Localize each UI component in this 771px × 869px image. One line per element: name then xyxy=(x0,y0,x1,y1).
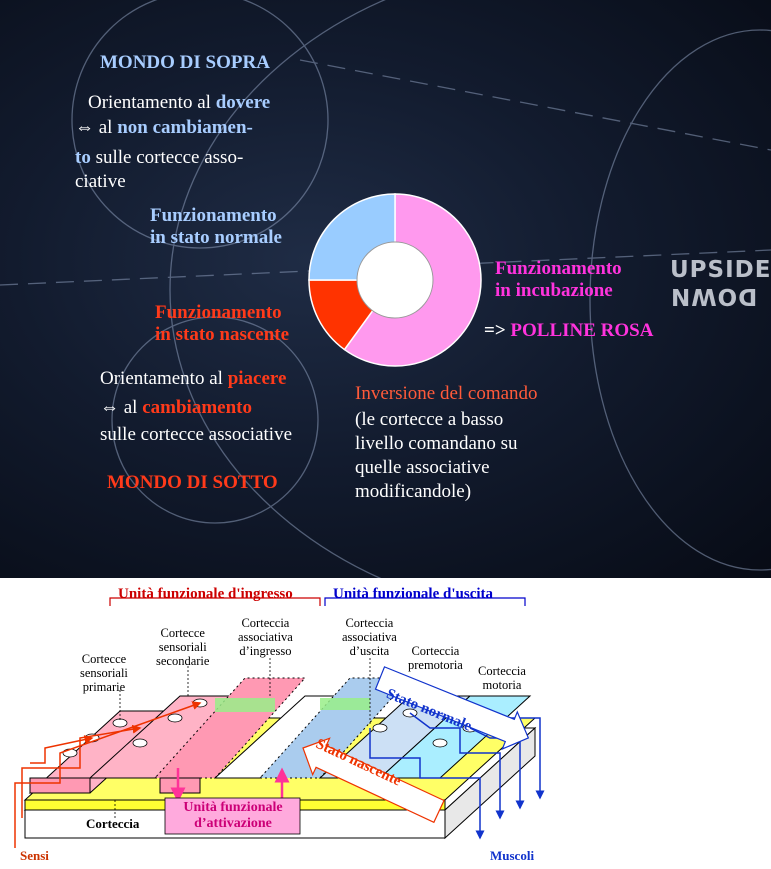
mondo-sopra-title: MONDO DI SOPRA xyxy=(100,52,270,73)
double-arrow-icon: ⇔ xyxy=(75,117,94,138)
sopra-line-4: ciative xyxy=(75,171,126,192)
sotto-line-1: Orientamento al piacere xyxy=(100,368,287,389)
uscita-bracket xyxy=(324,597,526,606)
ingresso-bracket xyxy=(109,597,321,606)
background-orbits xyxy=(0,0,771,578)
cortex-diagram xyxy=(14,597,545,848)
mondo-sotto-title: MONDO DI SOTTO xyxy=(107,472,278,493)
sopra-line-3: to sulle cortecce asso- xyxy=(75,147,244,168)
uscita-title: Unità funzionale d'uscita xyxy=(333,586,494,602)
inversione-text: (le cortecce a basso livello comandano s… xyxy=(355,409,518,502)
stato-nascente-banner xyxy=(302,737,445,824)
donut-hole xyxy=(356,241,434,319)
double-arrow-icon: ⇔ xyxy=(100,397,119,418)
sotto-line-3: sulle cortecce associative xyxy=(100,424,293,445)
sopra-line-2: ⇔ al non cambiamen- xyxy=(75,117,253,138)
sotto-line-2: ⇔ al cambiamento xyxy=(100,397,252,418)
stato-normale-banner xyxy=(374,666,530,751)
bottom-panel: Unità funzionale d'ingresso Unità funzio… xyxy=(0,578,771,869)
donut-chart xyxy=(308,193,482,367)
label-muscoli: Muscoli xyxy=(490,848,535,863)
top-panel: MONDO DI SOPRA Orientamento al dovere ⇔ … xyxy=(0,0,771,578)
sopra-line-1: Orientamento al dovere xyxy=(88,92,271,113)
attivazione-box xyxy=(164,797,301,835)
label-sensi: Sensi xyxy=(20,848,49,863)
ingresso-title: Unità funzionale d'ingresso xyxy=(118,586,293,602)
label-corteccia: Corteccia xyxy=(86,816,140,831)
upside-down-logo: UPSIDE DOWN xyxy=(670,257,771,310)
inversione-title: Inversione del comando xyxy=(355,383,538,404)
polline-rosa-line: => POLLINE ROSA xyxy=(484,320,654,341)
